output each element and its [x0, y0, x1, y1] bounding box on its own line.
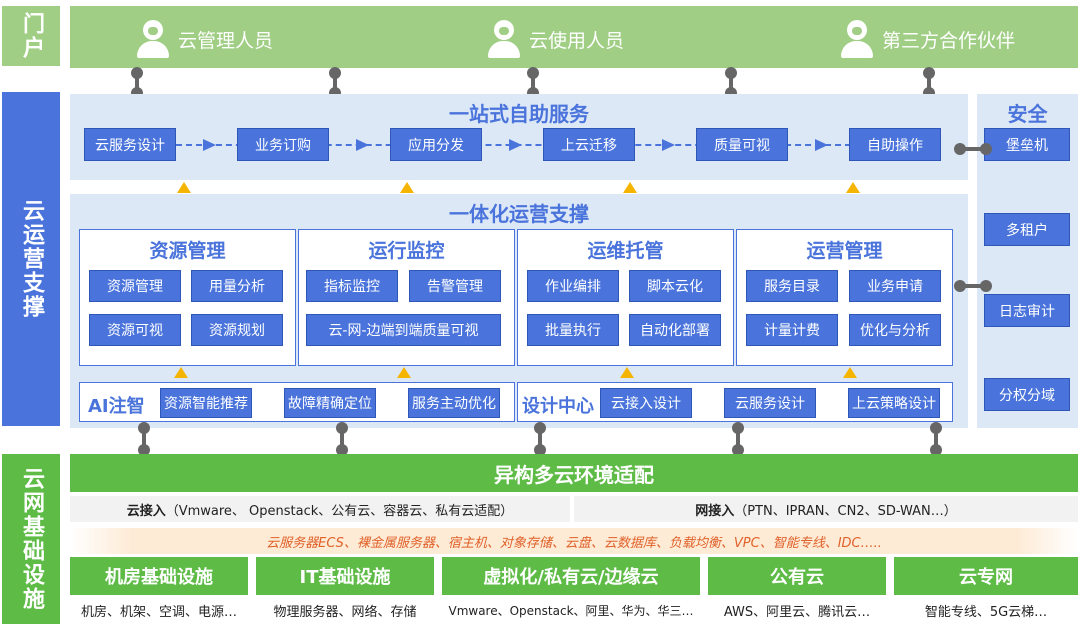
cat-virtualization-desc: Vmware、Openstack、阿里、华为、华三… — [448, 603, 694, 618]
flow-arrow — [356, 139, 369, 151]
connector-pin — [131, 67, 143, 99]
cloud-access-bar: 云接入 （Vmware、 Openstack、公有云、容器云、私有云适配） — [70, 496, 570, 522]
item-batch-execution[interactable]: 批量执行 — [527, 314, 619, 346]
cloud-access-text: （Vmware、 Openstack、公有云、容器云、私有云适配） — [165, 503, 514, 519]
ops-side-label: 云运营支撑 — [2, 92, 60, 426]
user-icon — [487, 20, 521, 58]
flow-arrow — [509, 139, 522, 151]
item-job-orchestration[interactable]: 作业编排 — [527, 270, 619, 302]
cloud-access-label: 云接入 — [126, 503, 166, 519]
security-bastion[interactable]: 堡垒机 — [984, 128, 1070, 161]
design-cloud-service[interactable]: 云服务设计 — [724, 388, 816, 418]
user-icon — [136, 20, 170, 58]
item-service-catalog[interactable]: 服务目录 — [746, 270, 838, 302]
security-multi-tenant[interactable]: 多租户 — [984, 213, 1070, 246]
security-log-audit[interactable]: 日志审计 — [984, 294, 1070, 327]
cat-virtualization: 虚拟化/私有云/边缘云 — [442, 557, 700, 595]
up-arrow — [400, 182, 414, 193]
item-e2e-quality[interactable]: 云-网-边端到端质量可视 — [306, 314, 501, 346]
net-access-label: 网接入 — [695, 503, 735, 519]
adapt-title-bar: 异构多云环境适配 — [70, 454, 1078, 492]
up-arrow — [846, 182, 860, 193]
flow-arrow — [815, 139, 828, 151]
portal-band — [70, 6, 1078, 68]
item-business-request[interactable]: 业务申请 — [849, 270, 941, 302]
net-access-text: （PTN、IPRAN、CN2、SD-WAN…） — [734, 503, 957, 519]
connector-pin — [930, 422, 942, 456]
design-label: 设计中心 — [522, 396, 594, 417]
connector-pin — [329, 67, 341, 99]
cat-public-cloud-desc: AWS、阿里云、腾讯云… — [723, 604, 871, 620]
step-app-distribution[interactable]: 应用分发 — [390, 128, 482, 161]
cat-datacenter-desc: 机房、机架、空调、电源… — [80, 604, 237, 620]
ai-fault-locate[interactable]: 故障精确定位 — [284, 388, 376, 418]
panel-title: 运维托管 — [587, 240, 664, 262]
connector-pin — [923, 67, 935, 99]
up-arrow — [620, 367, 634, 378]
item-usage-analysis[interactable]: 用量分析 — [191, 270, 283, 302]
panel-title: 运营管理 — [806, 240, 883, 262]
portal-user-label: 第三方合作伙伴 — [882, 29, 1016, 52]
cat-datacenter: 机房基础设施 — [70, 557, 248, 595]
services-line: 云服务器ECS、裸金属服务器、宿主机、对象存储、云盘、云数据库、负载均衡、VPC… — [70, 528, 1078, 554]
connector-pin — [732, 422, 744, 456]
cat-private-network-desc: 智能专线、5G云梯… — [924, 604, 1048, 620]
connector-pin — [138, 422, 150, 456]
up-arrow — [174, 367, 188, 378]
self-service-title: 一站式自助服务 — [449, 102, 589, 126]
portal-side-label: 门户 — [2, 6, 60, 66]
user-icon — [840, 20, 874, 58]
cat-it-infra: IT基础设施 — [256, 557, 434, 595]
security-connector — [954, 280, 992, 292]
security-connector — [954, 143, 992, 155]
portal-user-consumer[interactable]: 云使用人员 — [487, 20, 624, 58]
step-order[interactable]: 业务订购 — [237, 128, 329, 161]
ai-service-optimize[interactable]: 服务主动优化 — [408, 388, 500, 418]
net-access-bar: 网接入 （PTN、IPRAN、CN2、SD-WAN…） — [574, 496, 1078, 522]
step-self-operation[interactable]: 自助操作 — [849, 128, 941, 161]
up-arrow — [623, 182, 637, 193]
item-metering-billing[interactable]: 计量计费 — [746, 314, 838, 346]
panel-title: 资源管理 — [149, 240, 226, 262]
step-cloud-service-design[interactable]: 云服务设计 — [84, 128, 176, 161]
cat-it-infra-desc: 物理服务器、网络、存储 — [273, 604, 417, 620]
network-side-label: 云网基础设施 — [2, 454, 60, 624]
item-resource-planning[interactable]: 资源规划 — [191, 314, 283, 346]
design-migration-strategy[interactable]: 上云策略设计 — [848, 388, 940, 418]
flow-arrow — [203, 139, 216, 151]
item-resource-visual[interactable]: 资源可视 — [89, 314, 181, 346]
connector-pin — [527, 67, 539, 99]
cat-private-network: 云专网 — [894, 557, 1078, 595]
security-title: 安全 — [1007, 102, 1048, 126]
design-cloud-access[interactable]: 云接入设计 — [600, 388, 692, 418]
item-script-cloud[interactable]: 脚本云化 — [629, 270, 721, 302]
integrated-title: 一体化运营支撑 — [449, 202, 589, 226]
self-service-panel — [70, 94, 968, 180]
item-metric-monitoring[interactable]: 指标监控 — [306, 270, 398, 302]
step-quality-visual[interactable]: 质量可视 — [696, 128, 788, 161]
connector-pin — [336, 422, 348, 456]
connector-pin — [725, 67, 737, 99]
portal-user-label: 云使用人员 — [529, 29, 625, 52]
item-optimize-analysis[interactable]: 优化与分析 — [849, 314, 941, 346]
security-permission-domain[interactable]: 分权分域 — [984, 378, 1070, 411]
item-auto-deploy[interactable]: 自动化部署 — [629, 314, 721, 346]
panel-title: 运行监控 — [368, 240, 445, 262]
portal-user-label: 云管理人员 — [178, 29, 274, 52]
cat-public-cloud: 公有云 — [708, 557, 886, 595]
ai-label: AI注智 — [88, 396, 145, 417]
portal-user-admin[interactable]: 云管理人员 — [136, 20, 273, 58]
item-alarm-management[interactable]: 告警管理 — [409, 270, 501, 302]
connector-pin — [534, 422, 546, 456]
flow-arrow — [662, 139, 675, 151]
portal-user-partner[interactable]: 第三方合作伙伴 — [840, 20, 1015, 58]
up-arrow — [397, 367, 411, 378]
item-resource-management[interactable]: 资源管理 — [89, 270, 181, 302]
up-arrow — [177, 182, 191, 193]
step-cloud-migration[interactable]: 上云迁移 — [543, 128, 635, 161]
ai-resource-recommend[interactable]: 资源智能推荐 — [160, 388, 252, 418]
up-arrow — [843, 367, 857, 378]
